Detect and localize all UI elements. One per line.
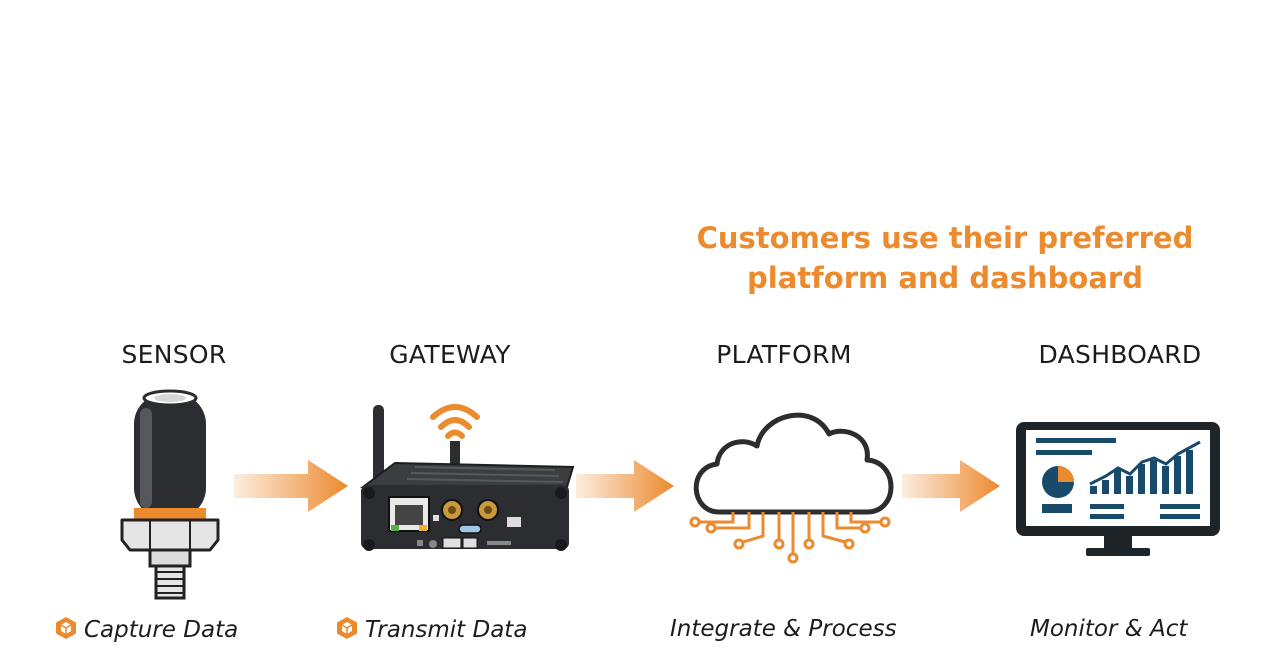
stage-title-sensor: SENSOR xyxy=(121,340,227,369)
hexagon-box-icon xyxy=(337,617,357,639)
stage-title-dashboard: DASHBOARD xyxy=(1038,340,1202,369)
caption-sensor-text: Capture Data xyxy=(84,617,239,643)
arrow-right-icon xyxy=(234,460,348,512)
gateway-icon xyxy=(360,404,575,551)
caption-gateway: Transmit Data xyxy=(335,616,527,643)
caption-sensor: Capture Data xyxy=(54,616,238,643)
cloud-icon xyxy=(689,412,894,564)
headline-line-2: platform and dashboard xyxy=(747,261,1143,295)
arrow-right-icon xyxy=(902,460,1000,512)
stage-title-gateway: GATEWAY xyxy=(389,340,511,369)
headline-line-1: Customers use their preferred xyxy=(696,221,1194,255)
stage-title-platform: PLATFORM xyxy=(716,340,852,369)
headline: Customers use their preferred platform a… xyxy=(620,218,1270,298)
caption-platform: Integrate & Process xyxy=(670,616,897,642)
arrow-right-icon xyxy=(576,460,674,512)
caption-dashboard: Monitor & Act xyxy=(1030,616,1188,642)
hexagon-box-icon xyxy=(56,617,76,639)
dashboard-monitor-icon xyxy=(1016,422,1220,556)
caption-gateway-text: Transmit Data xyxy=(365,617,528,643)
sensor-icon xyxy=(120,389,220,600)
